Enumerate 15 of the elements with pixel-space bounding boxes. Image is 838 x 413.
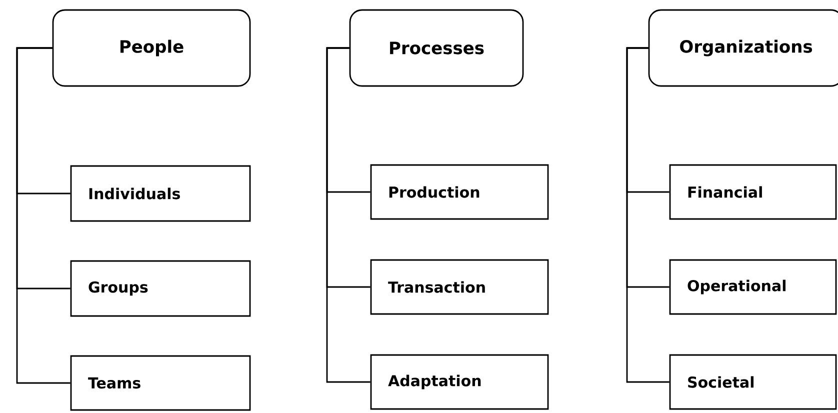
connector-line xyxy=(326,47,370,383)
item-box: Production xyxy=(370,164,549,220)
connector-line xyxy=(626,47,670,383)
category-box: Organizations xyxy=(648,9,838,87)
item-box: Groups xyxy=(70,260,251,317)
item-box: Individuals xyxy=(70,165,251,222)
connector-line xyxy=(16,47,70,384)
category-box: People xyxy=(52,9,251,87)
item-box: Teams xyxy=(70,355,251,411)
item-box: Adaptation xyxy=(370,354,549,410)
item-box: Financial xyxy=(669,164,837,220)
item-box: Transaction xyxy=(370,259,549,315)
item-box: Operational xyxy=(669,259,837,315)
item-box: Societal xyxy=(669,354,837,410)
category-box: Processes xyxy=(349,9,524,87)
